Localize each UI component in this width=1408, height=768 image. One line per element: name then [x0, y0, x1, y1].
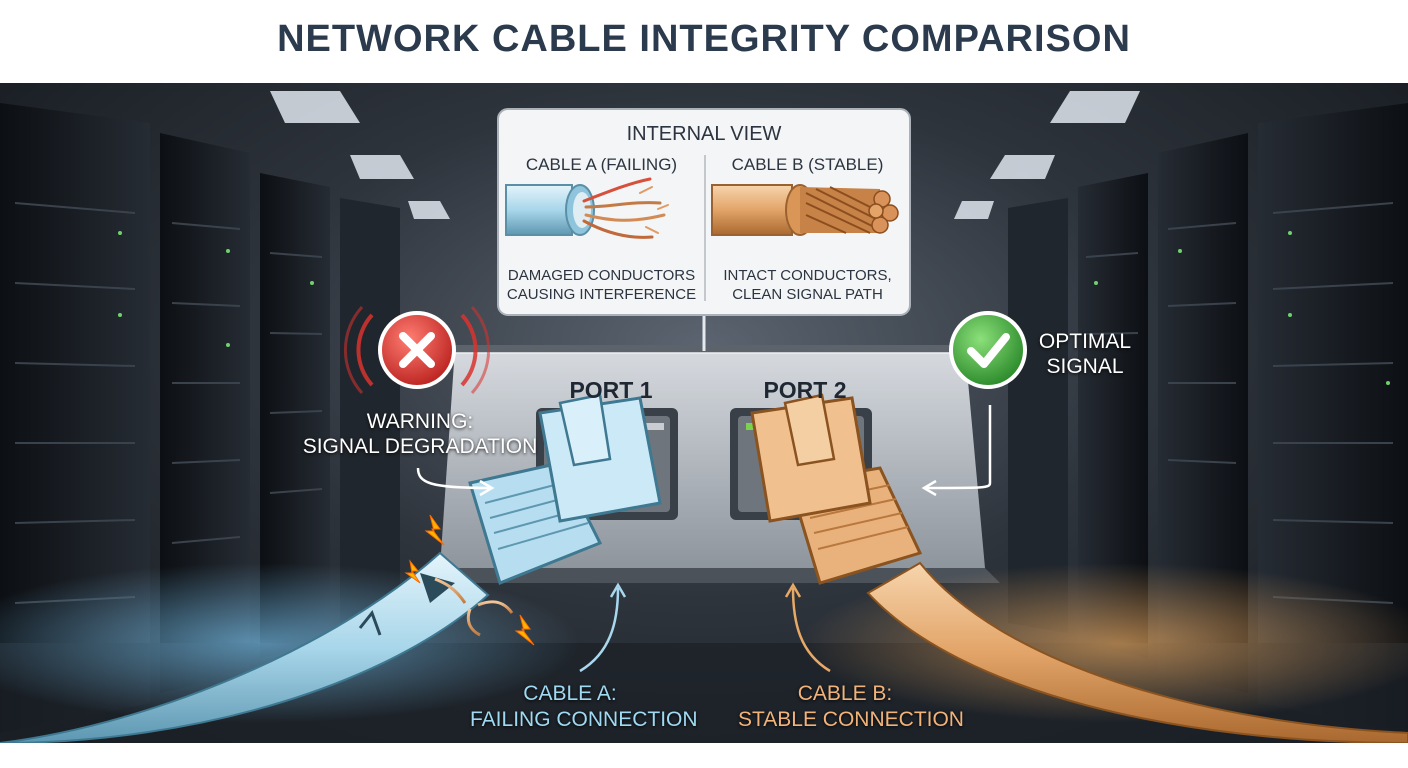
cable-b-panel-desc: INTACT CONDUCTORS, CLEAN SIGNAL PATH	[723, 267, 892, 303]
page-title: NETWORK CABLE INTEGRITY COMPARISON	[277, 18, 1131, 60]
cable-a-caption: CABLE A: FAILING CONNECTION	[470, 682, 698, 731]
cable-a-failing	[0, 393, 662, 743]
scene-illustration	[0, 91, 1408, 743]
cable-a-arrow	[579, 582, 627, 673]
cable-b-caption: CABLE B: STABLE CONNECTION	[738, 682, 964, 731]
datacenter-scene: INTERNAL VIEW CABLE A (FAILING) CABLE B …	[0, 83, 1408, 743]
internal-view-heading: INTERNAL VIEW	[626, 123, 782, 145]
server-racks-right	[1008, 103, 1408, 733]
cable-b-arrow	[784, 582, 831, 673]
cable-b-cross-section	[711, 184, 899, 236]
cable-a-cross-section	[505, 177, 669, 239]
optimal-signal-label: OPTIMAL SIGNAL	[1038, 330, 1132, 378]
x-circle-icon	[343, 305, 491, 395]
cable-b-stable	[750, 393, 1408, 743]
cable-a-panel-desc: DAMAGED CONDUCTORS CAUSING INTERFERENCE	[506, 267, 697, 303]
cable-b-panel-label: CABLE B (STABLE)	[731, 155, 884, 174]
cable-a-panel-label: CABLE A (FAILING)	[525, 155, 678, 174]
internal-view-panel	[497, 108, 911, 316]
warning-label: WARNING: SIGNAL DEGRADATION	[302, 410, 538, 458]
port-1-label: PORT 1	[569, 377, 653, 403]
pointer-arrows	[416, 405, 992, 497]
check-circle-icon	[949, 311, 1027, 389]
port-2-label: PORT 2	[763, 377, 847, 403]
